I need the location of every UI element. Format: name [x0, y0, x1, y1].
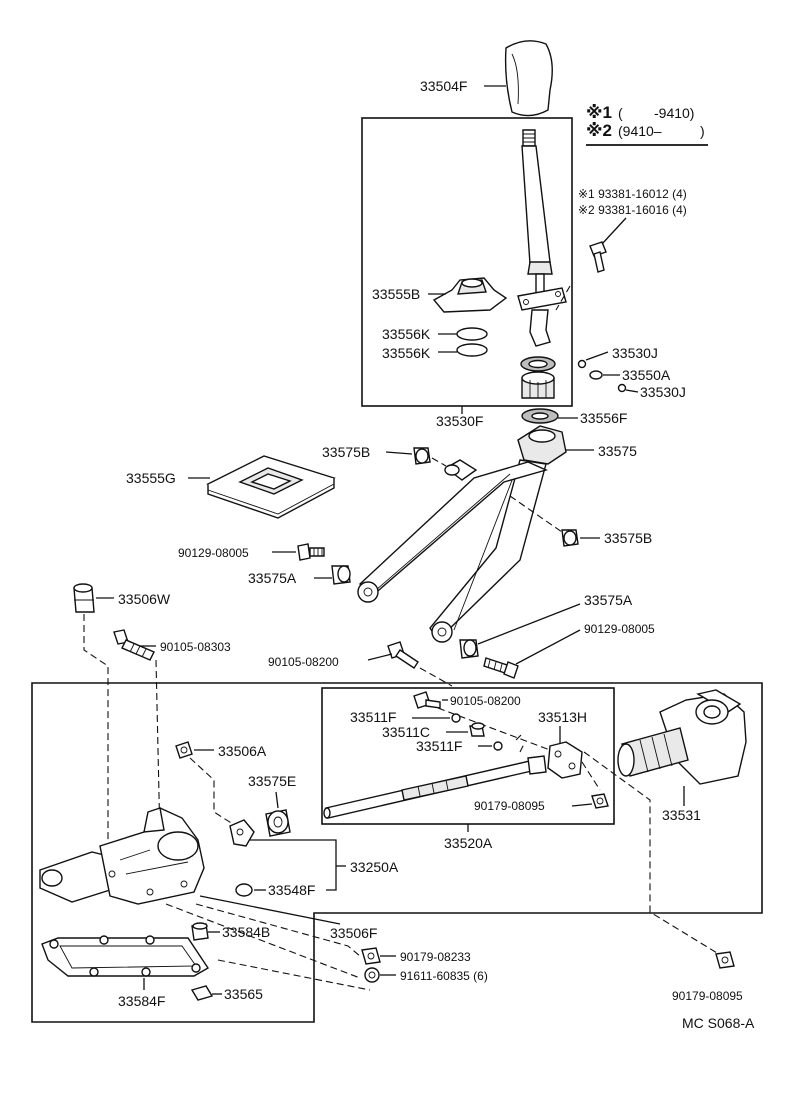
bolt-90129-08005-2 [483, 657, 519, 679]
nut-90179-08095-2 [715, 951, 735, 969]
note-93381-16016: ※2 93381-16016 (4) [578, 203, 687, 217]
label-90105-08200-1: 90105-08200 [268, 655, 339, 669]
lever-bracket-33575 [358, 425, 567, 642]
pin-33511C [469, 722, 485, 737]
label-33511F-1: 33511F [350, 709, 396, 725]
o-ring-33556K-2 [456, 343, 488, 357]
label-33506A: 33506A [218, 743, 267, 759]
label-33575A-2: 33575A [584, 592, 633, 608]
shift-lever [517, 129, 567, 347]
nut-33550A [589, 370, 603, 380]
shift-knob [504, 40, 553, 117]
nut-90179-08233 [361, 947, 381, 965]
gasket-33584F [41, 935, 209, 977]
boot-33555B [432, 277, 508, 313]
clip-33565 [190, 985, 214, 1001]
bolt-90105-08303 [113, 629, 155, 661]
label-33530F: 33530F [436, 413, 483, 429]
label-90105-08303: 90105-08303 [160, 640, 231, 654]
bolt-33506A [175, 741, 193, 759]
label-33565: 33565 [224, 986, 263, 1002]
bushing-33575B-2 [561, 529, 579, 547]
plate-33555G [206, 455, 336, 519]
nut-90179-08095-1 [591, 793, 609, 809]
legend-range-1: -9410) [654, 105, 694, 121]
label-33506F: 33506F [330, 925, 377, 941]
label-33506W: 33506W [118, 591, 171, 607]
label-33556K-2: 33556K [382, 345, 431, 361]
label-33575B-2: 33575B [604, 530, 652, 546]
bolt-93381 [589, 241, 607, 273]
legend-range-2: (9410– [618, 123, 662, 139]
label-33584B: 33584B [222, 924, 270, 940]
bushing-33530F [521, 371, 555, 399]
bushing-33575E [265, 809, 291, 837]
lower-housing-box [31, 682, 763, 1023]
diagram-code: MC S068-A [682, 1015, 755, 1031]
lever-eye-right [431, 621, 453, 643]
o-ring-33556K-1 [456, 327, 488, 341]
label-90179-08095-2: 90179-08095 [672, 989, 743, 1003]
label-33555G: 33555G [126, 470, 176, 486]
housing-33531 [617, 689, 747, 785]
label-33556F: 33556F [580, 410, 627, 426]
label-33504F: 33504F [420, 78, 467, 94]
label-91611-60835: 91611-60835 (6) [400, 969, 488, 983]
shift-rod-33520A [323, 755, 547, 819]
label-90129-08005-1: 90129-08005 [178, 546, 249, 560]
seat-ring [520, 356, 556, 372]
label-33511F-2: 33511F [416, 738, 462, 754]
label-33548F: 33548F [268, 882, 315, 898]
legend-mark-1: ※1 [586, 103, 612, 122]
lever-eye-left [357, 581, 379, 603]
bolt-90129-08005-1 [297, 543, 325, 561]
ring-33511F-2 [493, 741, 503, 751]
label-33250A: 33250A [350, 859, 399, 875]
label-33531: 33531 [662, 807, 701, 823]
bolt-90105-08200-1 [387, 641, 419, 669]
label-33530J-1: 33530J [612, 345, 658, 361]
label-33575: 33575 [598, 443, 637, 459]
pin-33506W [73, 583, 95, 613]
pin-33530J-1 [577, 359, 587, 369]
label-33520A: 33520A [444, 835, 493, 851]
plug-33584B [191, 922, 209, 941]
yoke-33513H [547, 741, 583, 779]
pin-33530J-2 [617, 383, 627, 393]
bushing-33575B-1 [413, 447, 431, 465]
label-33530J-2: 33530J [640, 384, 686, 400]
label-90179-08233: 90179-08233 [400, 950, 471, 964]
washer-91611-60835 [364, 967, 380, 983]
label-33556K-1: 33556K [382, 326, 431, 342]
shift-lever-assembly-box [361, 117, 573, 407]
label-90179-08095-1: 90179-08095 [474, 799, 545, 813]
label-33575E: 33575E [248, 773, 296, 789]
legend-mark-2: ※2 [586, 121, 612, 140]
legend-range-2-close: ) [700, 123, 705, 139]
washer-33556F [521, 408, 559, 424]
label-33575A-1: 33575A [248, 570, 297, 586]
ring-33548F [235, 883, 253, 897]
bushing-33575A-2 [459, 639, 479, 659]
label-33575B-1: 33575B [322, 444, 370, 460]
bolt-90105-08200-2 [413, 691, 441, 709]
label-33555B: 33555B [372, 286, 420, 302]
label-90129-08005-2: 90129-08005 [584, 622, 655, 636]
label-33513H: 33513H [538, 709, 587, 725]
label-33550A: 33550A [622, 367, 671, 383]
bushing-33575A-1 [331, 565, 351, 585]
pivot-33250A [229, 819, 255, 847]
label-33511C: 33511C [382, 724, 430, 740]
legend-range-1-open: ( [618, 105, 623, 121]
label-33584F: 33584F [118, 993, 165, 1009]
label-90105-08200-2: 90105-08200 [450, 694, 521, 708]
shift-lever-housing-33506F [39, 807, 205, 905]
note-93381-16012: ※1 93381-16012 (4) [578, 187, 687, 201]
ring-33511F-1 [451, 713, 461, 723]
